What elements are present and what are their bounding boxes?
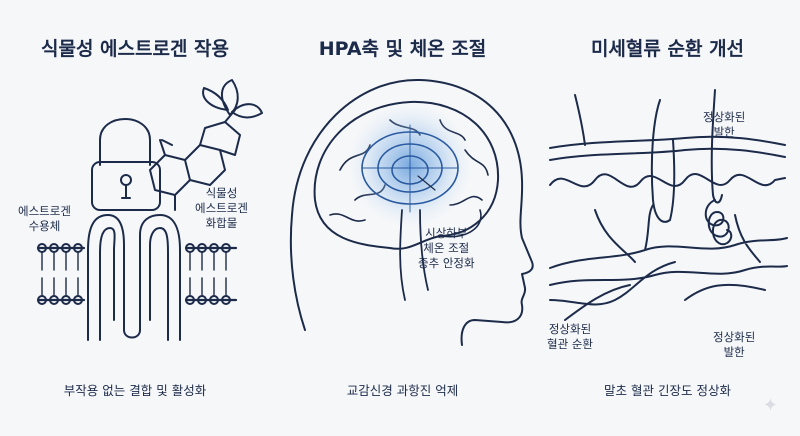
label-normal-vessel: 정상화된 혈관 순환 xyxy=(547,322,593,352)
label-line: 정상화된 xyxy=(703,110,746,124)
membrane-bilayer xyxy=(36,243,238,305)
label-hypothalamus: 시상하부 체온 조절 중추 안정화 xyxy=(418,226,475,271)
label-line: 에스트로겐 xyxy=(18,204,71,218)
label-normal-sweat-top: 정상화된 발한 xyxy=(703,110,745,140)
label-line: 정상화된 xyxy=(548,322,592,336)
lock-icon xyxy=(91,118,161,211)
brain-stem xyxy=(399,209,429,301)
skin-layer xyxy=(549,135,786,149)
panel-hpa-axis: HPA축 및 체온 조절 시상하부 xyxy=(270,0,535,436)
dermis-waves xyxy=(549,173,786,188)
sparkle-icon: ✦ xyxy=(762,395,778,416)
label-normal-sweat-bottom: 정상화된 발한 xyxy=(713,330,755,360)
label-line: 식물성 xyxy=(205,186,238,200)
label-line: 수용체 xyxy=(28,219,61,233)
phytoestrogen-molecule xyxy=(149,79,263,211)
receptor-protein xyxy=(87,214,181,341)
label-estrogen-receptor: 에스트로겐 수용체 xyxy=(18,204,71,234)
label-line: 시상하부 xyxy=(425,226,468,240)
panel-phytoestrogen: 식물성 에스트로겐 작용 xyxy=(0,0,270,436)
skin-vessel-illustration xyxy=(549,89,788,321)
panel-title: 식물성 에스트로겐 작용 xyxy=(40,38,230,60)
label-phytoestrogen: 식물성 에스트로겐 화합물 xyxy=(195,186,248,231)
panel-title: 미세혈류 순환 개선 xyxy=(590,38,745,60)
label-line: 발한 xyxy=(713,125,735,139)
brain-outline xyxy=(313,100,500,250)
label-line: 화합물 xyxy=(205,216,238,230)
label-line: 발한 xyxy=(723,345,745,359)
label-line: 체온 조절 xyxy=(423,241,470,255)
receptor-illustration xyxy=(36,79,263,341)
head-outline xyxy=(289,78,534,346)
blood-vessels xyxy=(549,204,788,321)
label-line: 에스트로겐 xyxy=(195,201,248,215)
label-line: 중추 안정화 xyxy=(418,256,475,270)
panel-title: HPA축 및 체온 조절 xyxy=(318,38,487,60)
label-line: 정상화된 xyxy=(713,330,756,344)
label-line: 혈관 순환 xyxy=(547,337,593,351)
panel-microcirculation: 미세혈류 순환 개선 정상화된 발한 정상화된 혈관 순환 정상화된 발한 말초… xyxy=(535,0,800,436)
panel-caption: 교감신경 과항진 억제 xyxy=(346,383,459,398)
panel-caption: 말초 혈관 긴장도 정상화 xyxy=(604,383,731,398)
sweat-gland-coil xyxy=(704,199,733,246)
head-brain-illustration xyxy=(289,78,534,346)
panel-caption: 부작용 없는 결합 및 활성화 xyxy=(63,383,207,398)
